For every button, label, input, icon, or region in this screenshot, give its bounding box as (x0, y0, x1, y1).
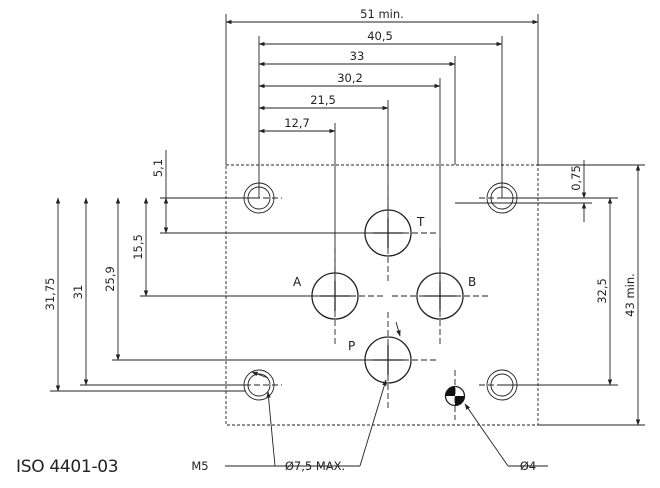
standard-label: ISO 4401-03 (16, 457, 118, 477)
port-label-t: T (416, 215, 425, 229)
dim-12-7: 12,7 (284, 116, 310, 130)
port-t (364, 209, 412, 257)
locating-pin (444, 385, 466, 407)
dim-31-75: 31,75 (43, 278, 57, 311)
dim-30-2: 30,2 (337, 71, 363, 85)
callout-m5: M5 (191, 459, 208, 473)
dim-40-5: 40,5 (367, 29, 393, 43)
port-b (416, 272, 464, 320)
callout-pin-diameter: Ø4 (520, 459, 536, 473)
mounting-hole-bottom-left (243, 369, 275, 401)
dim-32-5: 32,5 (595, 278, 609, 304)
dim-15-5: 15,5 (131, 234, 145, 260)
port-p (364, 336, 412, 384)
mounting-hole-top-right (486, 182, 518, 214)
port-label-p: P (348, 339, 355, 353)
mounting-hole-bottom-right (486, 369, 518, 401)
plate-outline (225, 164, 539, 426)
dim-31: 31 (71, 285, 85, 300)
dim-51-min: 51 min. (360, 7, 404, 21)
dim-25-9: 25,9 (103, 266, 117, 292)
dim-21-5: 21,5 (310, 93, 336, 107)
dim-43-min: 43 min. (623, 273, 637, 317)
mounting-hole-top-left (243, 182, 275, 214)
dim-33: 33 (350, 49, 365, 63)
port-label-a: A (293, 275, 302, 289)
port-a (311, 272, 359, 320)
callout-port-diameter: Ø7,5 MAX. (285, 459, 345, 473)
dim-5-1: 5,1 (151, 159, 165, 177)
port-label-b: B (468, 275, 476, 289)
dim-0-75: 0,75 (569, 165, 583, 191)
